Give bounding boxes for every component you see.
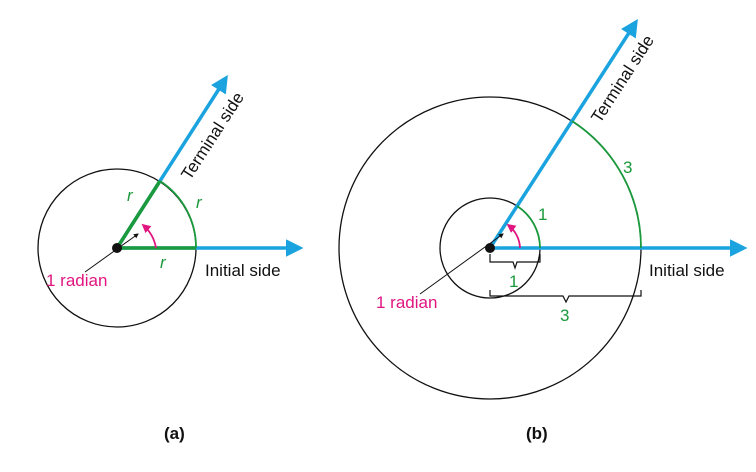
angle-arc (141, 223, 157, 249)
large-arc-label: 3 (623, 158, 632, 177)
large-arc (571, 120, 642, 249)
small-arc (516, 205, 541, 249)
panel-b: Terminal side Initial side 1 3 1 3 1 rad… (338, 19, 748, 443)
small-brace (489, 254, 541, 270)
large-brace-label: 3 (560, 306, 569, 325)
angle-label: 1 radian (46, 271, 107, 290)
terminal-side-ray (488, 19, 638, 249)
radius-label-terminal: r (127, 186, 134, 205)
arc-length-r (159, 180, 197, 249)
vertex-dot (112, 243, 122, 253)
panel-a: Terminal side Initial side r r r 1 radia… (37, 75, 304, 443)
caption-a: (a) (164, 424, 185, 443)
radius-label-initial: r (160, 253, 167, 272)
large-brace (489, 290, 642, 304)
angle-pointer (419, 233, 504, 295)
small-arc-label: 1 (538, 205, 547, 224)
initial-side-label: Initial side (205, 261, 281, 280)
vertex-dot (485, 243, 495, 253)
radius-segment-terminal (115, 180, 162, 249)
initial-side-label: Initial side (649, 261, 725, 280)
caption-b: (b) (526, 424, 548, 443)
arc-length-label: r (196, 193, 203, 212)
angle-arc (506, 223, 521, 249)
angle-label: 1 radian (376, 293, 437, 312)
angle-pointer (84, 233, 139, 273)
small-brace-label: 1 (509, 272, 518, 291)
